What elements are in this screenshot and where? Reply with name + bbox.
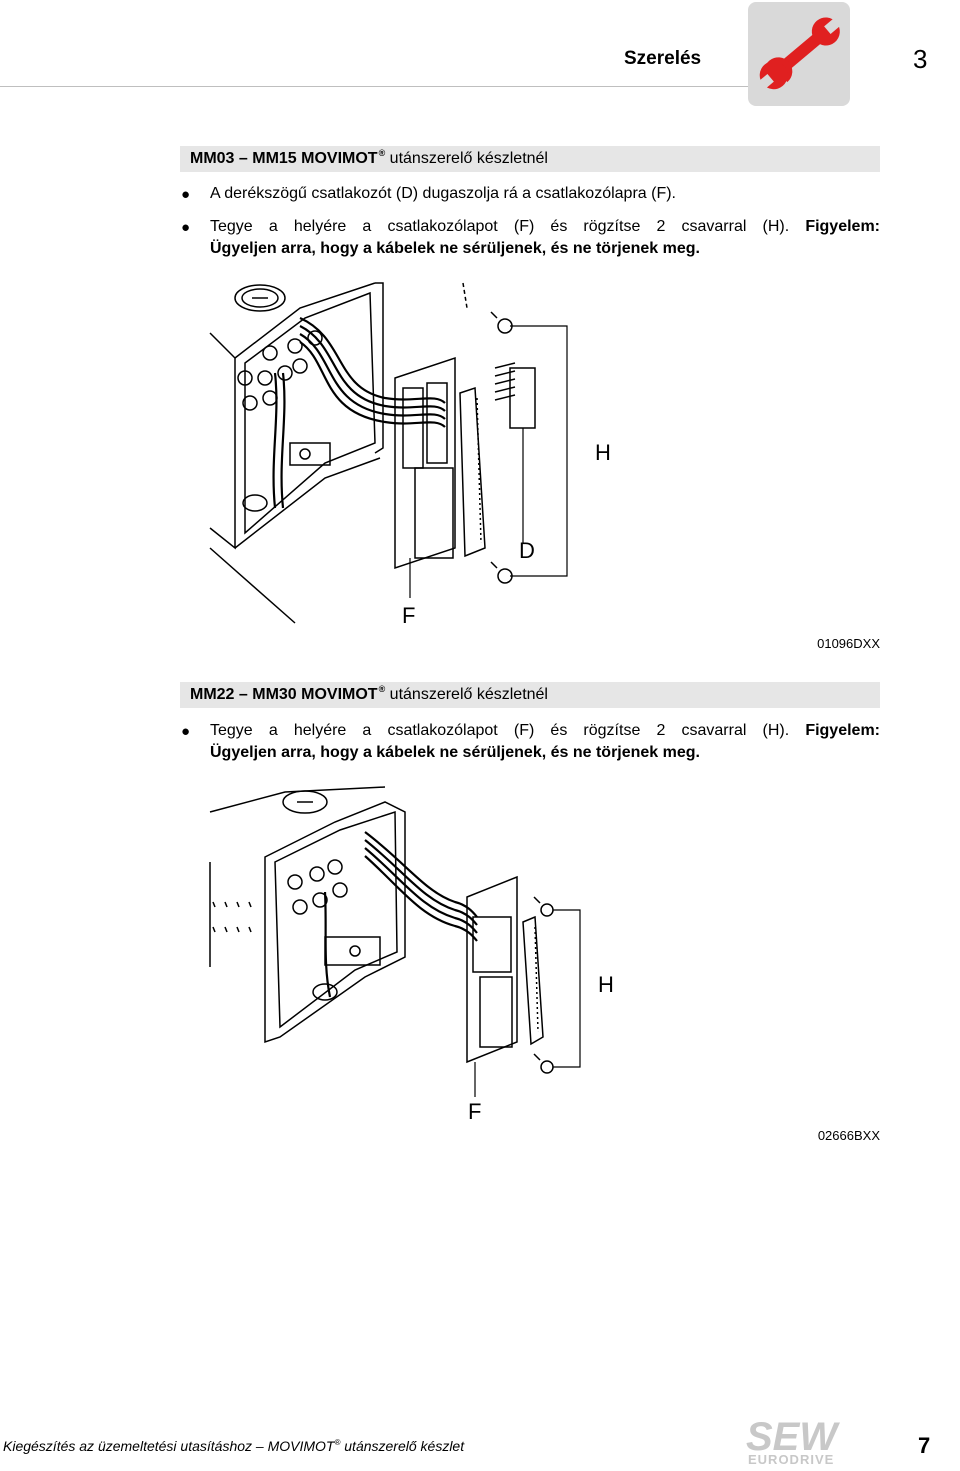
bullet-dot: ●	[181, 186, 191, 203]
section1-title-bar	[180, 146, 880, 172]
terminal-blocks	[237, 330, 331, 466]
section1-bullet-2-warning: Ügyeljen arra, hogy a kábelek ne sérülje…	[210, 240, 700, 257]
section1-bullet-2: Tegye a helyére a csatlakozólapot (F) és…	[210, 218, 880, 235]
sew-eurodrive-logo: SEW EURODRIVE	[744, 1414, 856, 1471]
leader-lines	[409, 325, 568, 598]
figure-code: 01096DXX	[817, 636, 880, 651]
connector-board	[466, 875, 544, 1064]
bullet-dot: ●	[181, 723, 191, 740]
terminal-blocks	[287, 859, 381, 966]
footer-text: Kiegészítés az üzemeltetési utasításhoz …	[3, 1438, 465, 1454]
leader-lines	[474, 909, 581, 1097]
section2-title: MM22 – MM30 MOVIMOT® utánszerelő készlet…	[190, 684, 548, 703]
chapter-tab	[748, 2, 850, 106]
cables	[323, 831, 478, 998]
callout-d: D	[519, 538, 535, 563]
section1-title: MM03 – MM15 MOVIMOT® utánszerelő készlet…	[190, 148, 548, 167]
page-number: 7	[918, 1433, 931, 1458]
callout-f: F	[402, 603, 415, 628]
section2-title-bar	[180, 682, 880, 708]
section2-bullet-1-warning: Ügyeljen arra, hogy a kábelek ne sérülje…	[210, 744, 700, 761]
svg-text:SEW: SEW	[746, 1415, 840, 1459]
chapter-number: 3	[913, 44, 928, 74]
section-header-title: Szerelés	[624, 48, 702, 69]
callout-h: H	[598, 972, 614, 997]
section1-bullet-1: A derékszögű csatlakozót (D) dugaszolja …	[210, 185, 676, 202]
bullet-dot: ●	[181, 219, 191, 236]
figure-02666bxx: H F	[209, 786, 614, 1124]
section2-bullet-1: Tegye a helyére a csatlakozólapot (F) és…	[210, 722, 880, 739]
cables	[272, 316, 446, 509]
callout-f: F	[468, 1099, 481, 1124]
figure-01096dxx: H D F	[209, 282, 611, 628]
header-rule	[0, 86, 760, 87]
wrench-icon	[758, 17, 842, 90]
figure-code: 02666BXX	[817, 1128, 880, 1143]
terminal-box-housing	[209, 282, 384, 624]
callout-h: H	[595, 440, 611, 465]
screws	[533, 896, 554, 1074]
connector-board	[394, 356, 536, 570]
screws	[462, 282, 513, 584]
svg-text:EURODRIVE: EURODRIVE	[748, 1452, 834, 1466]
terminal-box-housing	[209, 786, 406, 1044]
